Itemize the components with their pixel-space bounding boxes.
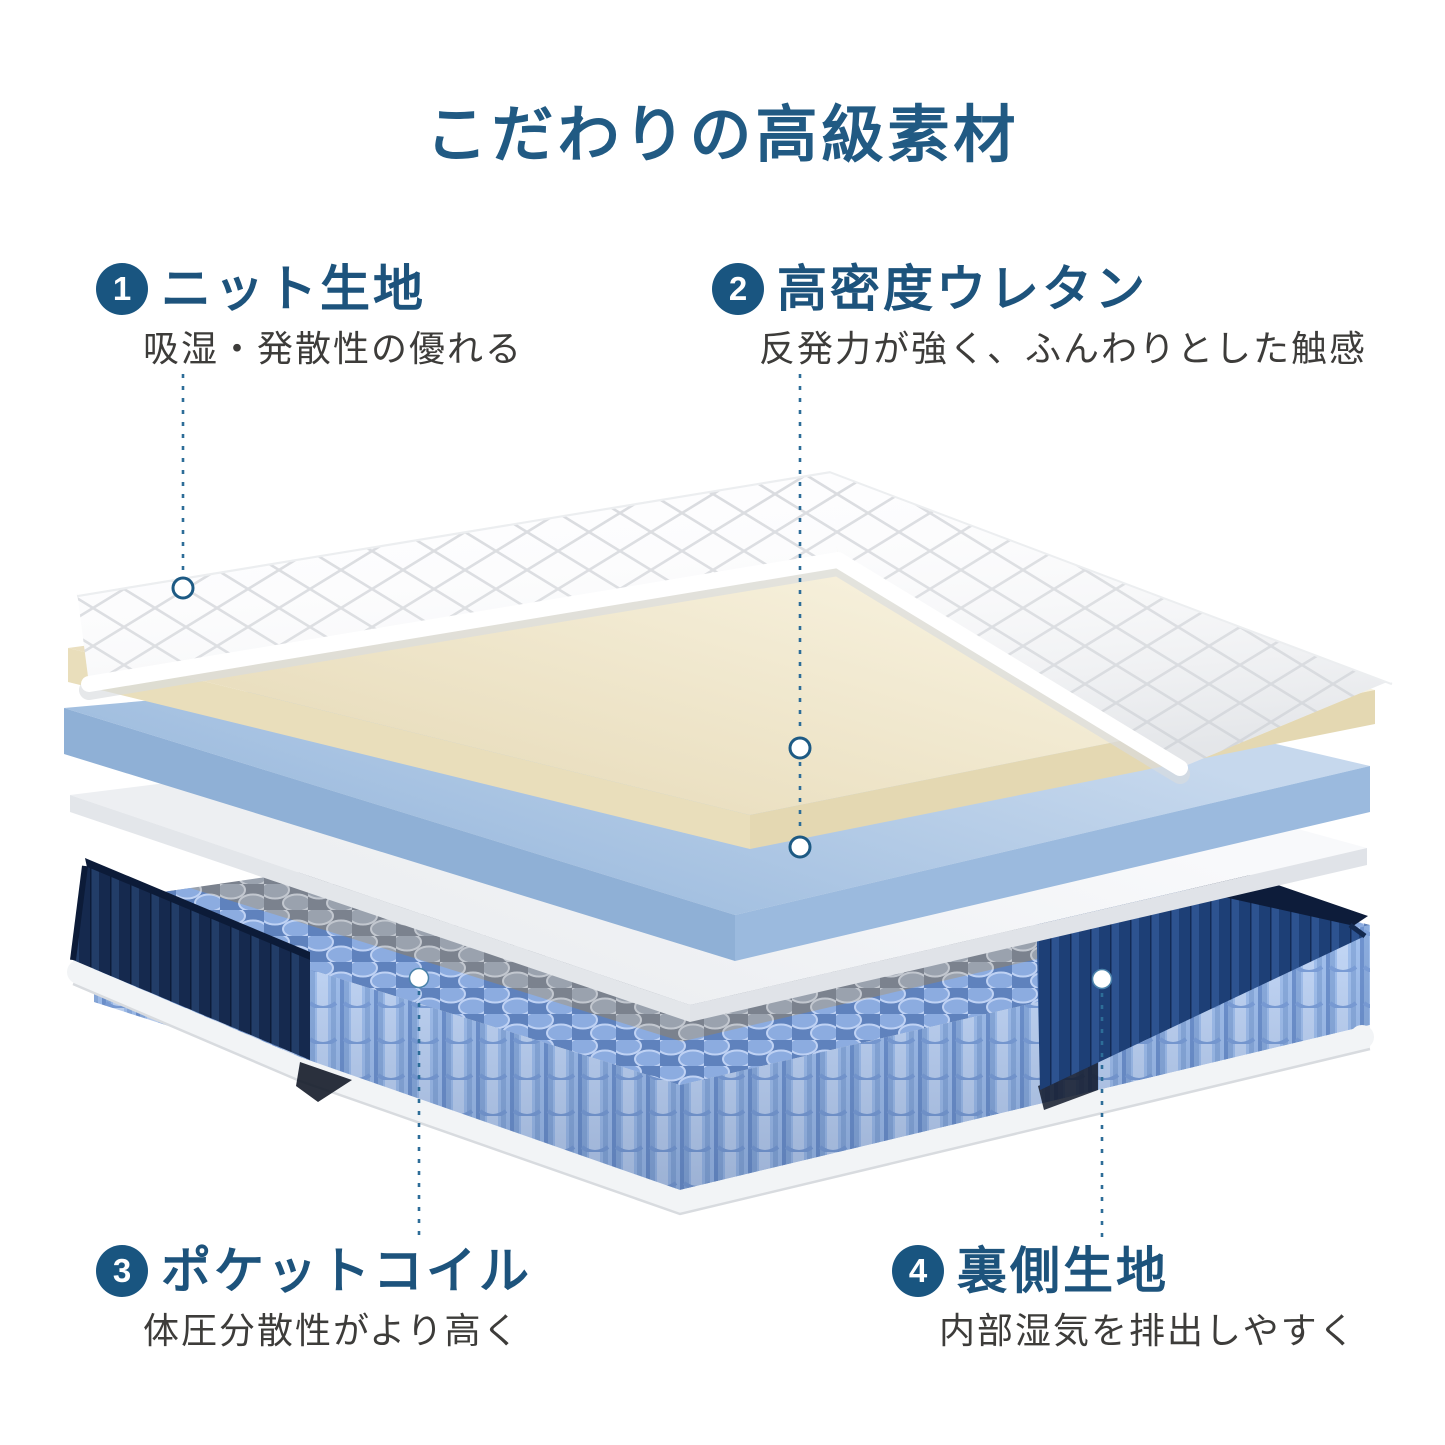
marker-dot-pocket-coil xyxy=(408,967,430,989)
quilted-cover-layer xyxy=(76,464,1394,784)
callout-3-heading: ポケットコイル xyxy=(161,1243,532,1299)
callout-3-number-badge: 3 xyxy=(96,1245,148,1297)
shadow-wedge-right xyxy=(1038,1062,1098,1110)
page-title: こだわりの高級素材 xyxy=(425,101,1020,170)
callout-2-heading: 高密度ウレタン xyxy=(777,261,1148,317)
callout-2-description: 反発力が強く、ふんわりとした触感 xyxy=(759,329,1368,369)
shadow-wedge-left xyxy=(296,1062,352,1102)
callout-3-description: 体圧分散性がより高く xyxy=(143,1311,521,1351)
callout-4-description: 内部湿気を排出しやすく xyxy=(939,1311,1357,1351)
quilt-rolled-edge xyxy=(81,552,1188,776)
marker-ring-urethane-1 xyxy=(788,736,812,760)
marker-dot-back-fabric xyxy=(1091,968,1113,990)
marker-ring-urethane-2 xyxy=(788,835,812,859)
callout-4-number-badge: 4 xyxy=(892,1245,944,1297)
callout-2-number-badge: 2 xyxy=(712,263,764,315)
callout-4-heading: 裏側生地 xyxy=(957,1243,1169,1299)
callout-knit-fabric: 1 ニット生地 吸湿・発散性の優れる xyxy=(96,260,523,371)
callout-pocket-coil: 3 ポケットコイル 体圧分散性がより高く xyxy=(96,1242,532,1353)
callout-1-heading: ニット生地 xyxy=(161,261,426,317)
marker-ring-knit xyxy=(171,576,195,600)
navy-side-panel-left xyxy=(70,858,310,1060)
callout-1-description: 吸湿・発散性の優れる xyxy=(143,329,524,369)
callout-high-density-urethane: 2 高密度ウレタン 反発力が強く、ふんわりとした触感 xyxy=(712,260,1367,371)
callout-1-number-badge: 1 xyxy=(96,263,148,315)
callout-back-fabric: 4 裏側生地 内部湿気を排出しやすく xyxy=(892,1242,1357,1353)
